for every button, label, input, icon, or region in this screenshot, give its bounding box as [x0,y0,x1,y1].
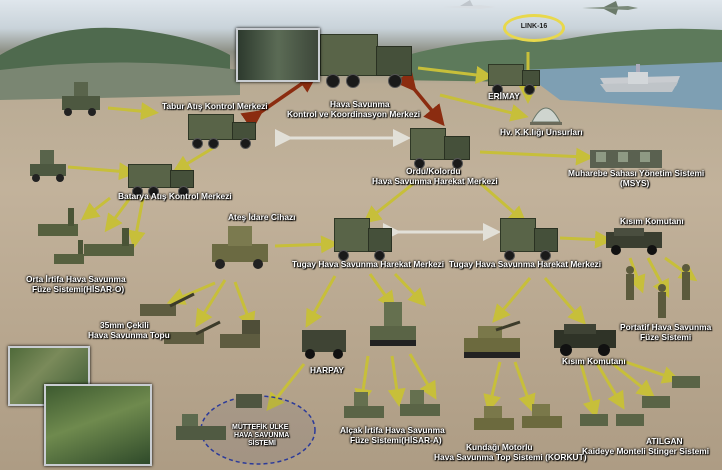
label-harpay: HARPAY [310,365,344,375]
label-portatif-line2: Füze Sistemi [640,332,692,342]
erimay-truck [488,62,540,98]
operator-console-image [236,28,320,82]
commander-jeep-icon [554,324,616,356]
label-korkut-line1: Kundağı Motorlu [466,442,533,452]
ordu-command-truck [410,128,472,172]
label-tugay-left: Tugay Hava Savunma Harekat Merkezi [292,259,445,269]
label-hisar-a-line2: Füze Sistemi(HİSAR-A) [350,435,442,445]
korkut-tank-icon [464,320,521,358]
hisar-a-launchers-icon [344,390,440,418]
korkut-vehicles-icon [474,404,562,430]
label-hvkkm-line1: Hava Savunma [330,99,390,109]
batarya-command-truck [128,164,196,202]
tugay-right-command-truck [500,218,560,264]
label-korkut-line2: Hava Savunma Top Sistemi (KORKUT) [434,452,587,462]
hisar-o-launchers-icon [38,208,134,264]
label-atilgan-line1: ATILGAN [646,436,683,446]
label-hvkkm-line2: Kontrol ve Koordinasyon Merkezi [287,109,421,119]
commander-jeep-icon [606,228,662,255]
link16-ring: LINK-16 [503,14,565,42]
map-display-screen [44,384,152,466]
label-ordu-line2: Hava Savunma Harekat Merkezi [372,176,498,186]
tabur-command-truck [188,110,258,152]
label-msys-line1: Muharebe Sahası Yönetim Sistemi [568,168,705,178]
label-hisar-a-line1: Alçak İrtifa Hava Savunma [340,425,445,435]
fighter-jet-icon [582,1,638,15]
fire-control-device-icon [212,226,268,269]
link16-label: LINK-16 [520,23,548,30]
harpay-vehicle-icon [302,330,346,359]
label-batarya: Batarya Atış Kontrol Merkezi [118,191,232,201]
label-hvkk: Hv. K.K.lığı Unsurları [500,127,583,137]
radar-truck-icon [30,150,66,182]
allied-system-ellipse [200,394,316,465]
label-msys-line2: (MSYS) [620,178,650,188]
label-portatif-line1: Portatif Hava Savunma [620,322,712,332]
label-kisim-komutani-1: Kısım Komutanı [620,216,684,226]
allied-vehicles-icon [176,414,226,440]
label-muttefik-line1: MÜTTEFİK ÜLKE [232,424,289,431]
atilgan-vehicles-icon [580,376,700,426]
label-hisar-o-line1: Orta İrtifa Hava Savunma [26,274,126,284]
coordination-center-truck [320,34,416,92]
towed-gun-icon [140,292,260,348]
label-muttefik-line2: HAVA SAVUNMA [234,432,290,439]
label-tugay-right: Tugay Hava Savunma Harekat Merkezi [449,259,602,269]
label-ates-idare: Ateş İdare Cihazı [228,212,296,222]
radar-truck-icon [62,82,100,116]
label-kisim-komutani-2: Kısım Komutanı [562,356,626,366]
label-ordu-line1: Ordu/Kolordu [406,166,461,176]
label-atilgan-line2: Kaideye Monteli Stinger Sistemi [582,446,710,456]
label-cekili-line1: 35mm Çekili [100,320,149,330]
label-muttefik-line3: SİSTEMİ [248,440,277,447]
hisar-a-vehicle-icon [370,302,416,346]
label-hisar-o-line2: Füze Sistemi(HİSAR-O) [32,284,125,294]
msys-command-post-icon [590,150,662,168]
label-cekili-line2: Hava Savunma Topu [88,330,170,340]
tugay-left-command-truck [334,218,394,264]
stinger-soldiers-icon [626,264,690,318]
warship-icon [600,64,678,92]
radome-icon [530,107,562,125]
label-erimay: ERİMAY [488,91,520,101]
aircraft-icon [442,0,496,9]
label-tabur: Tabur Atış Kontrol Merkezi [162,101,268,111]
